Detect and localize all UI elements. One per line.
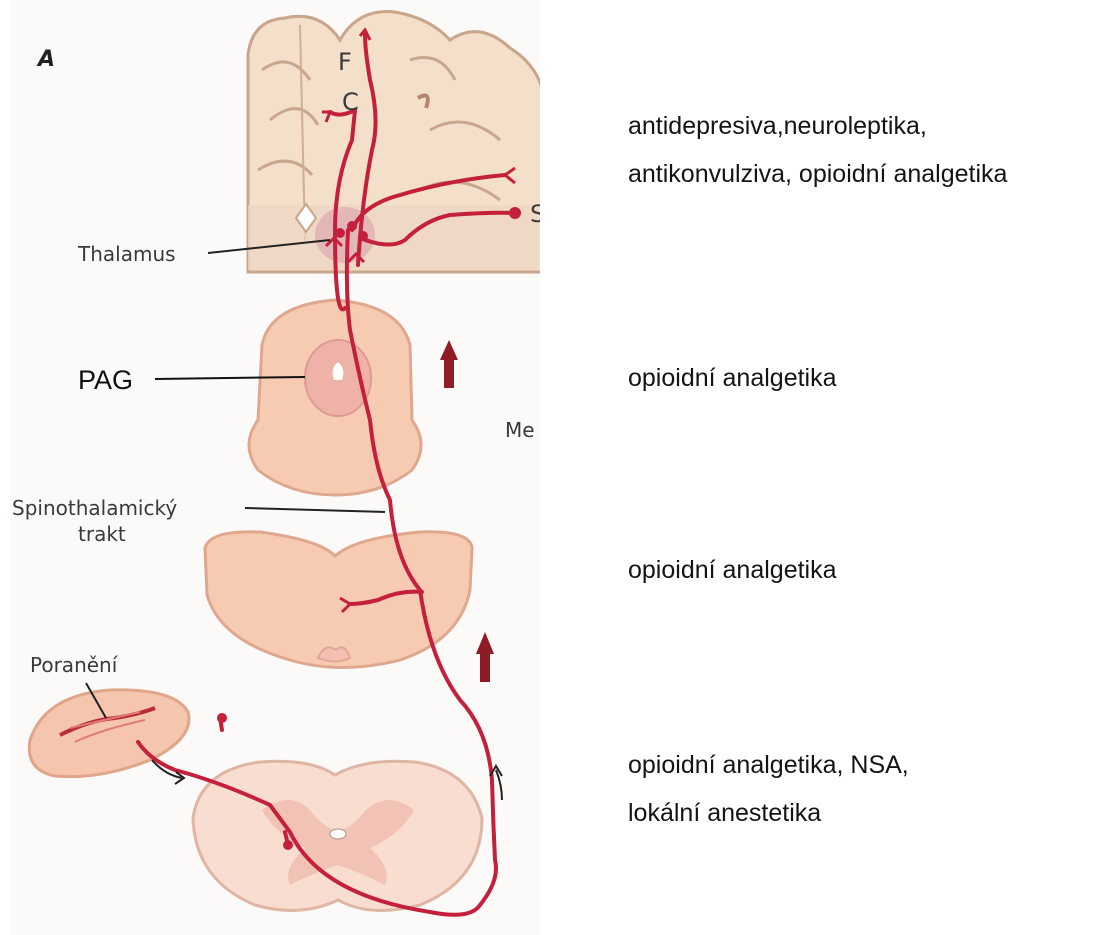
label-thalamus: Thalamus xyxy=(77,242,176,266)
label-s: S xyxy=(530,200,545,228)
label-me: Me xyxy=(505,418,535,442)
spinal-cord-section xyxy=(193,761,482,910)
label-c: C xyxy=(342,88,359,116)
midbrain-section xyxy=(249,300,421,495)
drugs-brain-line2: antikonvulziva, opioidní analgetika xyxy=(628,154,1007,194)
drugs-midbrain: opioidní analgetika xyxy=(628,358,837,398)
label-injury: Poranění xyxy=(30,653,119,677)
drugs-brain-line1: antidepresiva,neuroleptika, xyxy=(628,106,927,146)
drugs-periphery-line2: lokální anestetika xyxy=(628,793,821,833)
label-pag: PAG xyxy=(78,365,133,395)
drugs-medulla: opioidní analgetika xyxy=(628,550,837,590)
label-spinothalamic-2: trakt xyxy=(78,522,126,546)
label-f: F xyxy=(338,48,352,76)
brain-section xyxy=(248,12,545,272)
label-spinothalamic-1: Spinothalamický xyxy=(12,496,177,520)
drugs-periphery-line1: opioidní analgetika, NSA, xyxy=(628,745,909,785)
panel-label: A xyxy=(36,47,55,72)
